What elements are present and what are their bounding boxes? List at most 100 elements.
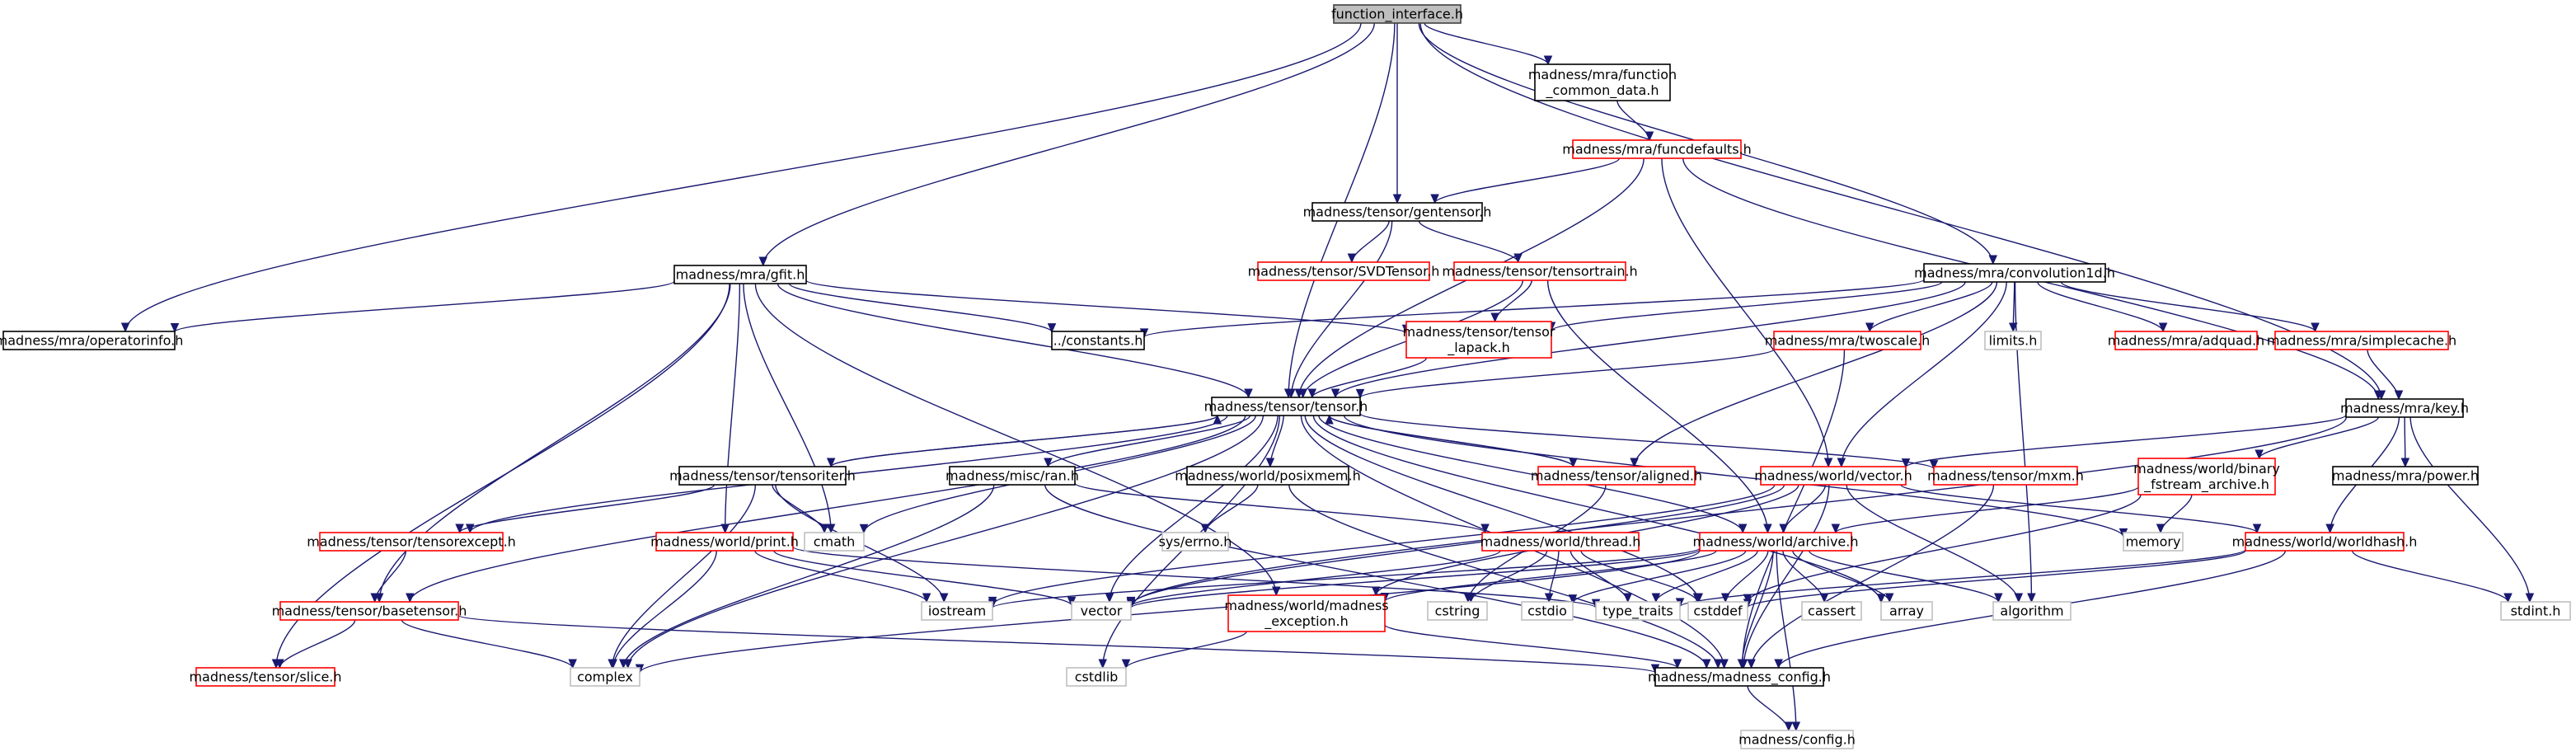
node-label: stdint.h <box>2511 603 2561 619</box>
node-slice[interactable]: madness/tensor/slice.h <box>189 667 342 687</box>
dependency-edge <box>805 279 1407 334</box>
dependency-arrowhead <box>1994 593 2003 603</box>
node-array: array <box>1880 601 1933 621</box>
dependency-edge <box>1290 220 1393 398</box>
node-worldhash[interactable]: madness/world/worldhash.h <box>2232 532 2418 552</box>
dependency-arrowhead <box>370 593 379 603</box>
dependency-arrowhead <box>1355 388 1365 399</box>
dependency-edge <box>378 283 731 603</box>
node-adquad[interactable]: madness/mra/adquad.h <box>2108 331 2264 350</box>
node-label: madness/world/madness <box>1224 598 1388 613</box>
node-funcdefaults[interactable]: madness/mra/funcdefaults.h <box>1562 139 1752 159</box>
node-tensorexcept[interactable]: madness/tensor/tensorexcept.h <box>307 532 516 552</box>
node-box <box>1699 532 1852 552</box>
node-tensor-lapack[interactable]: madness/tensor/tensor_lapack.h <box>1403 321 1555 359</box>
dependency-arrowhead <box>1720 659 1729 669</box>
node-key[interactable]: madness/mra/key.h <box>2340 398 2469 418</box>
node-box <box>2345 398 2464 418</box>
node-basetensor[interactable]: madness/tensor/basetensor.h <box>272 601 467 621</box>
dependency-edge <box>469 415 1228 533</box>
node-gentensor[interactable]: madness/tensor/gentensor.h <box>1303 202 1492 222</box>
node-posixmem[interactable]: madness/world/posixmem.h <box>1175 466 1361 486</box>
node-box <box>1521 601 1574 621</box>
dependency-arrowhead <box>1271 586 1281 597</box>
node-label: madness/tensor/mxm.h <box>1927 468 2084 484</box>
node-convolution1d[interactable]: madness/mra/convolution1d.h <box>1914 263 2115 283</box>
dependency-arrowhead <box>1480 524 1490 534</box>
dependency-edge <box>1130 548 1701 608</box>
node-constants[interactable]: ../constants.h <box>1051 331 1145 350</box>
node-box <box>1923 263 2106 283</box>
node-aligned[interactable]: madness/tensor/aligned.h <box>1531 466 1702 486</box>
dependency-edge <box>1750 484 1995 669</box>
node-box <box>1773 331 1921 350</box>
node-label: madness/tensor/aligned.h <box>1531 468 1702 484</box>
node-mxm[interactable]: madness/tensor/mxm.h <box>1927 466 2084 486</box>
node-print[interactable]: madness/world/print.h <box>650 532 799 552</box>
dependency-arrowhead <box>1347 253 1357 264</box>
node-vector-h[interactable]: madness/world/vector.h <box>1754 466 1912 486</box>
dependency-edge <box>1846 484 2020 603</box>
dependency-arrowhead <box>2027 593 2036 603</box>
node-power[interactable]: madness/mra/power.h <box>2332 466 2479 486</box>
node-label: cstddef <box>1693 603 1743 619</box>
node-function-common-data[interactable]: madness/mra/function_common_data.h <box>1528 63 1677 101</box>
dependency-edge <box>830 415 1218 467</box>
dependency-arrowhead <box>1713 659 1723 669</box>
node-function-interface-h[interactable]: function_interface.h <box>1331 4 1463 24</box>
node-tensortrain[interactable]: madness/tensor/tensortrain.h <box>1442 261 1638 281</box>
node-label: madness/tensor/basetensor.h <box>272 603 467 619</box>
node-svdtensor[interactable]: madness/tensor/SVDTensor.h <box>1248 261 1440 281</box>
dependency-arrowhead <box>1330 388 1340 399</box>
dependency-arrowhead <box>1630 458 1639 468</box>
node-operatorinfo[interactable]: madness/mra/operatorinfo.h <box>0 331 183 350</box>
node-thread[interactable]: madness/world/thread.h <box>1480 532 1641 552</box>
node-box <box>195 667 335 687</box>
node-tensoriter[interactable]: madness/tensor/tensoriter.h <box>669 466 856 486</box>
node-box <box>1595 601 1681 621</box>
dependency-arrowhead <box>1791 721 1801 732</box>
dependency-edge <box>279 619 356 669</box>
dependency-arrowhead <box>1988 255 1998 265</box>
dependency-arrowhead <box>1779 524 1788 534</box>
dependency-edge <box>457 614 1656 674</box>
node-box <box>1572 139 1742 159</box>
node-archive[interactable]: madness/world/archive.h <box>1693 532 1859 552</box>
dependency-arrowhead <box>1784 721 1794 732</box>
dependency-edge <box>1551 281 1943 331</box>
dependency-edge <box>1841 281 2007 467</box>
node-label: madness/mra/twoscale.h <box>1765 333 1931 349</box>
node-cstddef: cstddef <box>1687 601 1748 621</box>
node-syserrno: sys/errno.h <box>1159 532 1232 552</box>
node-binary-fstream[interactable]: madness/world/binary_fstream_archive.h <box>2133 458 2280 495</box>
dependency-edge <box>1047 415 1251 467</box>
dependency-edge <box>2160 494 2193 533</box>
dependency-arrowhead <box>1121 659 1131 669</box>
dependency-arrowhead <box>1737 659 1747 669</box>
node-box <box>1687 601 1748 621</box>
dependency-edge <box>174 280 675 333</box>
node-madness-exception[interactable]: madness/world/madness_exception.h <box>1224 594 1389 632</box>
dependency-arrowhead <box>2255 449 2264 460</box>
node-tensor[interactable]: madness/tensor/tensor.h <box>1204 397 1368 416</box>
node-label: algorithm <box>2000 603 2063 619</box>
dependency-arrowhead <box>2008 322 2018 333</box>
node-label: madness/tensor/gentensor.h <box>1303 204 1492 220</box>
dependency-edge <box>1869 281 1993 332</box>
dependency-edge <box>1792 550 1890 603</box>
node-simplecache[interactable]: madness/mra/simplecache.h <box>2267 331 2456 350</box>
dependency-arrowhead <box>2400 458 2410 468</box>
dependency-edge <box>1418 220 1519 263</box>
node-stdint: stdint.h <box>2500 601 2571 621</box>
node-label: _exception.h <box>1264 613 1348 630</box>
dependency-edge <box>1905 414 2347 468</box>
node-ran[interactable]: madness/misc/ran.h <box>945 466 1079 486</box>
node-cstdlib: cstdlib <box>1066 667 1127 687</box>
node-box <box>2274 331 2449 350</box>
node-madness-config[interactable]: madness/madness_config.h <box>1648 667 1831 687</box>
node-cstdio: cstdio <box>1521 601 1574 621</box>
node-gfit[interactable]: madness/mra/gfit.h <box>673 265 807 284</box>
node-twoscale[interactable]: madness/mra/twoscale.h <box>1765 331 1931 350</box>
node-box <box>1740 730 1854 749</box>
dependency-edge <box>409 415 1246 603</box>
